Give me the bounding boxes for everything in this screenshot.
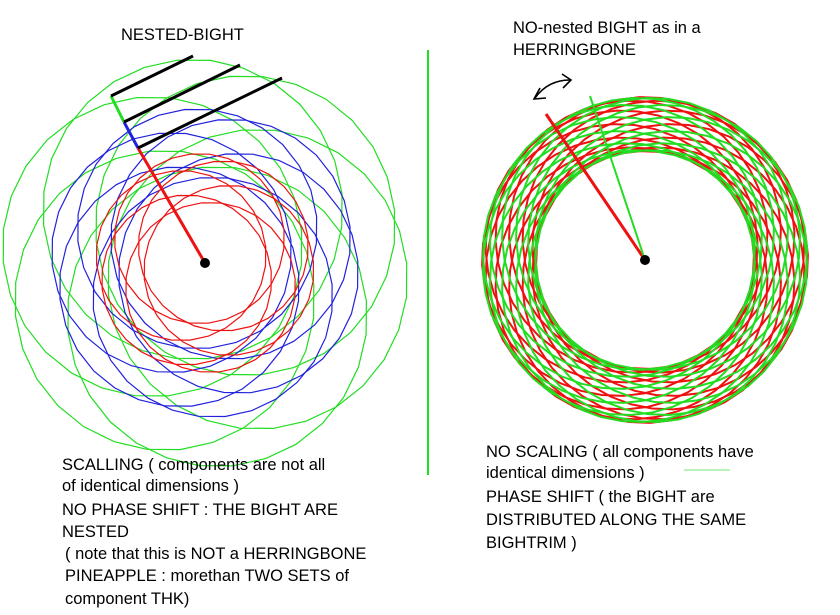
left-caption-line-6: PINEAPPLE : morethan TWO SETS of bbox=[65, 567, 349, 585]
tangent-line-3 bbox=[137, 76, 283, 150]
tangent-line-1 bbox=[110, 54, 194, 98]
green-rosette-circle bbox=[488, 103, 763, 378]
right-title-line-2: HERRINGBONE bbox=[513, 41, 636, 59]
red-component-circle bbox=[114, 153, 285, 324]
right-radius-green bbox=[589, 95, 646, 261]
green-rosette-circle bbox=[488, 142, 763, 417]
red-rosette-circle bbox=[531, 109, 806, 384]
green-rosette-circle bbox=[501, 149, 775, 424]
right-title-line-1: NO-nested BIGHT as in a bbox=[513, 19, 701, 37]
left-radius-blue bbox=[122, 121, 140, 149]
left-caption-line-4: NESTED bbox=[62, 523, 129, 541]
right-caption-line-2: identical dimensions ) bbox=[486, 464, 645, 482]
blue-component-circle bbox=[77, 108, 318, 349]
left-caption-line-5: ( note that this is NOT a HERRINGBONE bbox=[65, 545, 367, 563]
right-center-dot bbox=[640, 255, 650, 265]
green-component-circle bbox=[14, 150, 315, 451]
right-caption-line-5: BIGHTRIM ) bbox=[486, 534, 577, 552]
blue-component-circle bbox=[110, 119, 351, 360]
herringbone-diagram bbox=[481, 96, 809, 424]
nested-bight-diagram bbox=[2, 59, 408, 467]
green-rosette-circle bbox=[515, 149, 789, 424]
left-radius-red bbox=[136, 147, 207, 264]
green-rosette-circle bbox=[534, 116, 809, 390]
left-center-dot bbox=[200, 258, 210, 268]
red-component-circle bbox=[101, 194, 272, 366]
blue-component-circle bbox=[59, 166, 300, 407]
red-component-circle bbox=[125, 202, 296, 373]
green-component-circle bbox=[67, 166, 368, 467]
green-component-circle bbox=[42, 59, 343, 360]
left-caption-line-2: of identical dimensions ) bbox=[62, 477, 240, 495]
blue-component-circle bbox=[118, 153, 359, 394]
left-caption-line-3: NO PHASE SHIFT : THE BIGHT ARE bbox=[62, 501, 338, 519]
green-rosette-circle bbox=[527, 103, 802, 378]
arrowhead-left-icon bbox=[532, 87, 547, 100]
left-caption-line-7: component THK) bbox=[65, 590, 190, 608]
right-caption-line-3: PHASE SHIFT ( the BIGHT are bbox=[486, 488, 715, 506]
green-component-circle bbox=[95, 75, 396, 376]
phase-shift-arrow-icon bbox=[534, 79, 571, 99]
red-component-circle bbox=[95, 170, 267, 341]
left-caption-line-1: SCALLING ( components are not all bbox=[62, 456, 326, 474]
right-caption-line-4: DISTRIBUTED ALONG THE SAME bbox=[486, 511, 747, 529]
red-component-circle bbox=[138, 160, 309, 332]
arrowhead-right-icon bbox=[561, 73, 573, 89]
blue-component-circle bbox=[51, 132, 292, 373]
tangent-line-2 bbox=[123, 63, 241, 124]
blue-component-circle bbox=[92, 177, 333, 418]
left-title: NESTED-BIGHT bbox=[121, 26, 244, 44]
green-rosette-circle bbox=[481, 116, 756, 390]
green-component-circle bbox=[107, 129, 408, 430]
green-rosette-circle bbox=[527, 142, 802, 417]
green-component-circle bbox=[2, 96, 303, 397]
left-radius-green bbox=[109, 95, 126, 123]
red-component-circle bbox=[143, 185, 315, 356]
right-caption-line-1: NO SCALING ( all components have bbox=[486, 443, 754, 461]
right-radius-red bbox=[544, 113, 647, 261]
